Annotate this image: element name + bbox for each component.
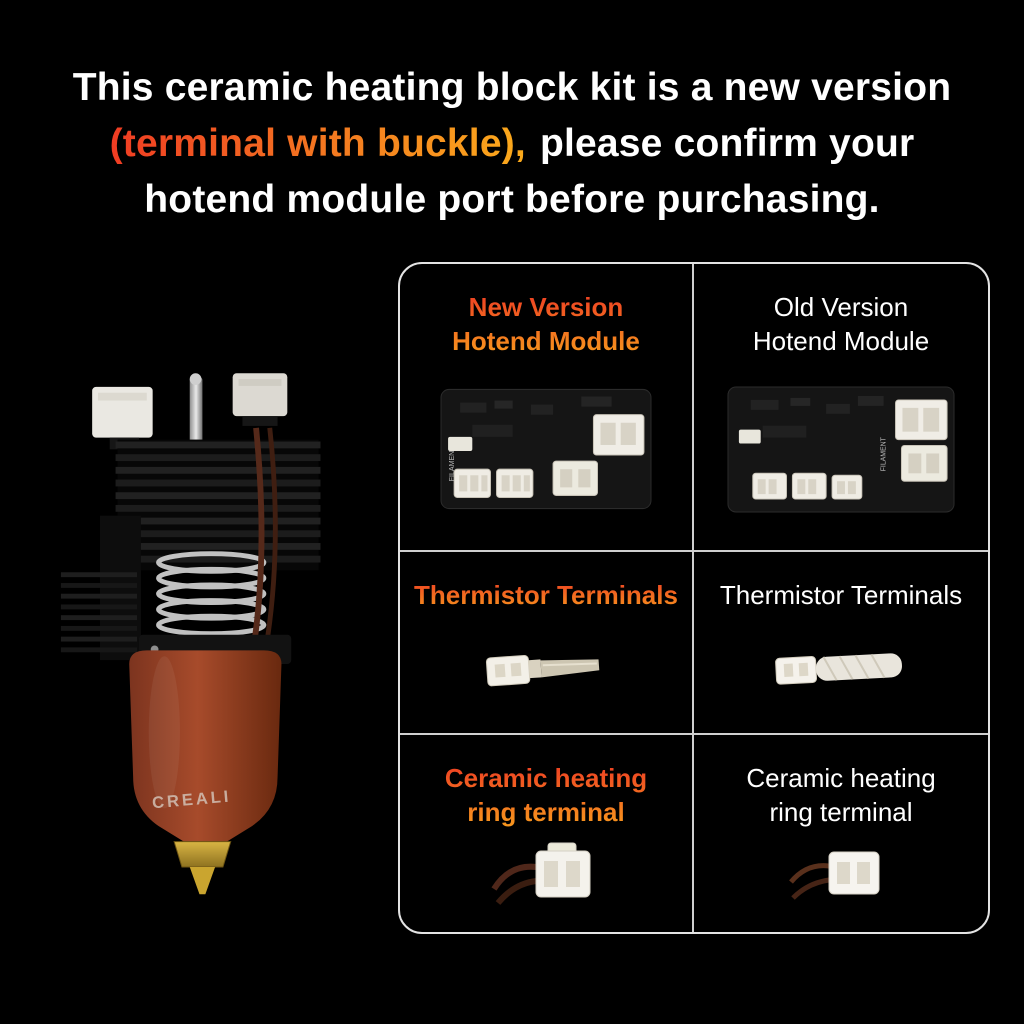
old-ring-terminal-image: [694, 829, 988, 932]
new-thermistor-svg: [485, 654, 600, 686]
headline-line-3: hotend module port before purchasing.: [144, 178, 880, 221]
heatsink: [115, 439, 321, 571]
new-pcb-svg: FILAMENT: [440, 388, 652, 510]
pcb-connector: [831, 474, 863, 500]
new-ring-terminal-image: [400, 829, 692, 932]
pcb-connector: [592, 414, 645, 456]
cell-old-ring-terminal: Ceramic heating ring terminal: [694, 735, 988, 932]
hotend-assembly-image: CREALI: [18, 368, 340, 960]
old-module-pcb-image: FILAMENT: [694, 358, 988, 550]
pcb-connector: [900, 444, 948, 482]
new-ring-terminal-svg: [491, 842, 591, 905]
nozzle: [173, 841, 232, 895]
old-ring-terminal-svg: [789, 851, 880, 900]
pcb-connector: [738, 429, 761, 444]
cell-title-new-ring-terminal: Ceramic heating ring terminal: [444, 763, 648, 827]
pcb-connector: [752, 472, 787, 500]
cell-new-thermistor: Thermistor Terminals: [400, 552, 694, 735]
comparison-table: New Version Hotend Module FILAMENT: [398, 262, 990, 934]
pcb-connector: [453, 468, 491, 498]
pcb-connector: [448, 436, 473, 452]
pcb-connector: [496, 468, 534, 498]
cell-old-hotend-module: Old Version Hotend Module FILAMENT: [694, 264, 988, 552]
cell-title-old-thermistor: Thermistor Terminals: [719, 580, 963, 610]
headline-line-1: This ceramic heating block kit is a new …: [72, 66, 952, 109]
headline-line-2: (terminal with buckle),please confirm yo…: [109, 122, 915, 165]
cell-title-new-thermistor: Thermistor Terminals: [414, 580, 678, 610]
hotend-assembly-svg: CREALI: [60, 373, 321, 895]
old-thermistor-svg: [774, 652, 902, 685]
pcb-connector: [791, 472, 827, 500]
new-thermistor-terminal-image: [400, 612, 692, 733]
cell-new-hotend-module: New Version Hotend Module FILAMENT: [400, 264, 694, 552]
pcb-connector: [552, 460, 598, 496]
pcb-connector: [895, 398, 948, 440]
pcb-silkscreen-label: FILAMENT: [449, 446, 456, 482]
top-right-connector: [232, 373, 288, 426]
headline: This ceramic heating block kit is a new …: [0, 60, 1024, 228]
cell-title-new-hotend-module: New Version Hotend Module: [452, 292, 640, 356]
old-pcb-svg: FILAMENT: [727, 386, 955, 512]
heatsink-left-fins: [60, 515, 141, 661]
pcb-silkscreen-label: FILAMENT: [881, 436, 888, 471]
new-module-pcb-image: FILAMENT: [400, 358, 692, 550]
cell-new-ring-terminal: Ceramic heating ring terminal: [400, 735, 694, 932]
heater-block: CREALI: [129, 650, 282, 842]
cell-title-old-ring-terminal: Ceramic heating ring terminal: [746, 763, 936, 827]
headline-highlight: (terminal with buckle),: [109, 122, 526, 165]
cell-old-thermistor: Thermistor Terminals: [694, 552, 988, 735]
cell-title-old-hotend-module: Old Version Hotend Module: [752, 292, 930, 356]
old-thermistor-terminal-image: [694, 612, 988, 733]
